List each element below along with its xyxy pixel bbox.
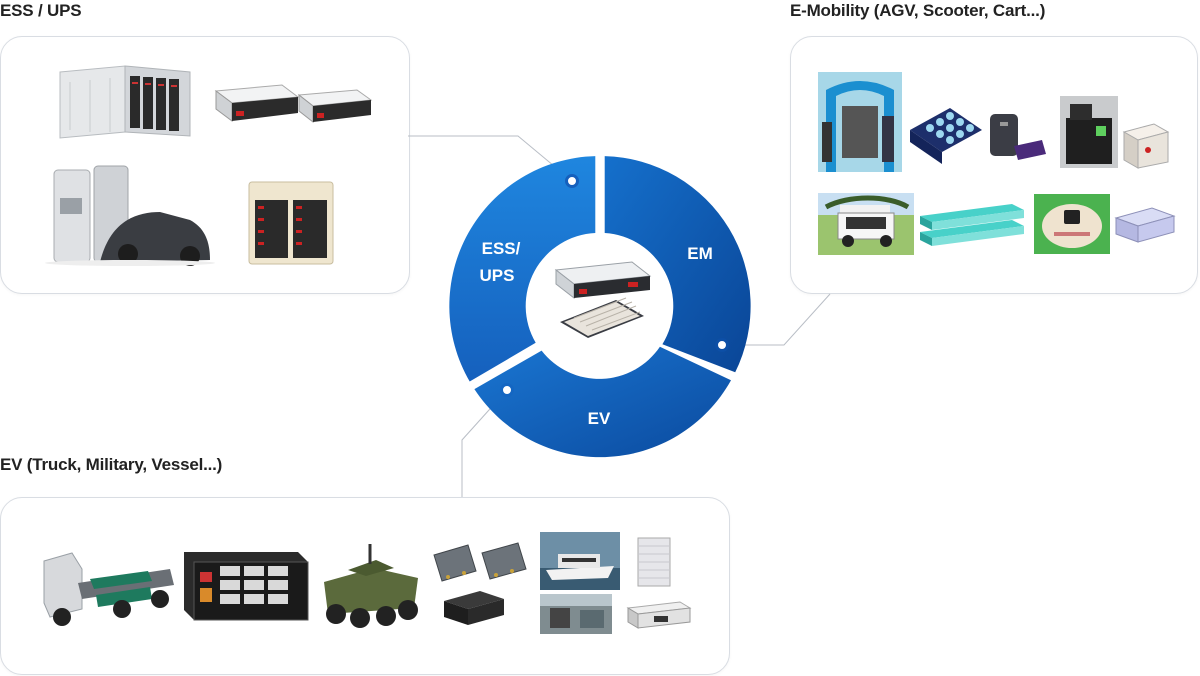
em-segment-label: EM <box>687 244 713 263</box>
agv-robot-icon <box>1060 96 1118 168</box>
ess-section-title: ESS / UPS <box>0 1 82 20</box>
rack-battery-module-icon <box>297 89 373 124</box>
golf-cart-icon <box>818 193 914 255</box>
ring-segment-ess <box>449 156 596 382</box>
armored-vehicle-icon <box>324 544 418 628</box>
cell-pack-icon <box>910 108 982 164</box>
battery-swap-station-icon <box>818 72 902 172</box>
charging-station-car-icon <box>45 165 215 266</box>
ev-segment-label: EV <box>588 409 611 428</box>
ferry-vessel-icon <box>540 532 620 590</box>
truck-chassis-icon <box>43 552 174 626</box>
ess-marker <box>565 174 579 188</box>
cell-sheet-icon <box>637 537 671 587</box>
emobility-section-title: E-Mobility (AGV, Scooter, Cart...) <box>790 1 1046 20</box>
battery-box-icon <box>1122 123 1170 169</box>
em-marker <box>715 338 729 352</box>
ups-cabinet-icon <box>248 181 334 265</box>
vessel-interior-icon <box>540 594 612 634</box>
scooter-battery-icon <box>990 114 1046 160</box>
ring-segment-em <box>604 156 751 373</box>
center-product-icon <box>554 261 652 338</box>
battery-bar-pack-icon <box>920 204 1024 246</box>
rack-battery-icon <box>626 601 692 629</box>
rack-battery-module-icon <box>214 84 300 122</box>
center-circle <box>528 234 672 378</box>
ess-segment-label-line2: UPS <box>480 266 515 285</box>
container-ess-icon <box>59 65 191 139</box>
battery-rack-cabinet-icon <box>184 552 309 621</box>
service-robot-icon <box>1034 194 1110 254</box>
ess-segment-label-line1: ESS/ <box>482 239 521 258</box>
ev-marker <box>500 383 514 397</box>
ev-section-title: EV (Truck, Military, Vessel...) <box>0 455 223 474</box>
battery-block-icon <box>1114 207 1176 243</box>
ring-segment-ev <box>474 346 731 458</box>
battery-module-icon <box>433 542 527 625</box>
